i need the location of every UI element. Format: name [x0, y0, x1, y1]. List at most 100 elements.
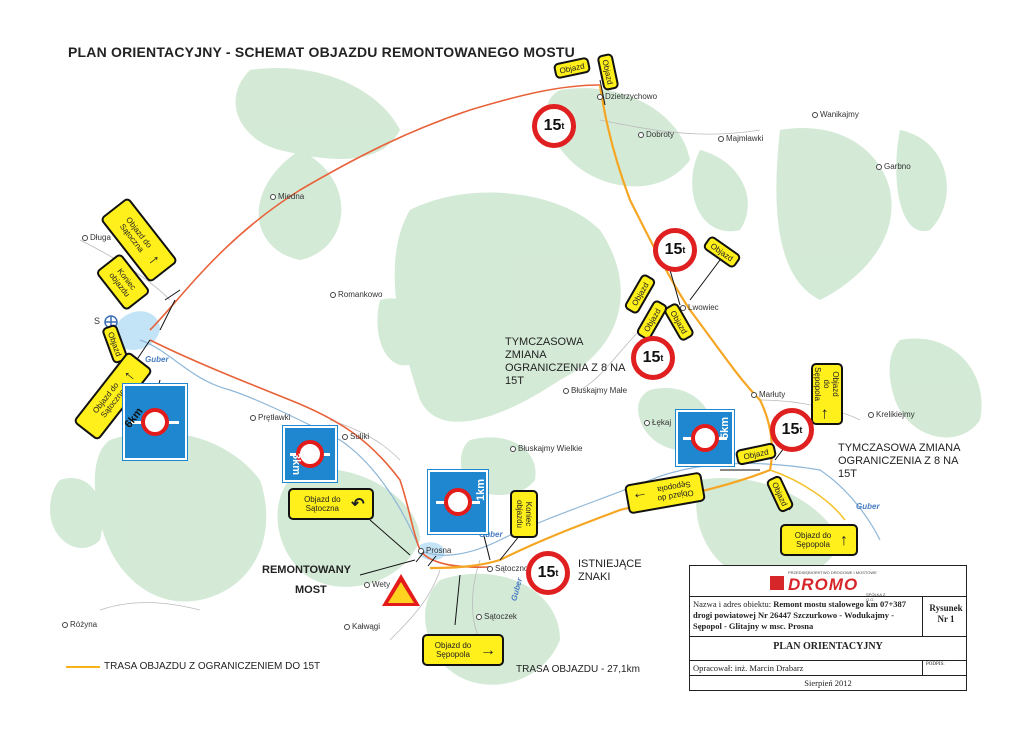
road-closed-distance-sign: 5km	[675, 409, 735, 467]
town-label: Łękaj	[644, 418, 671, 427]
bridge-label: REMONTOWANY	[262, 564, 352, 576]
forest-area	[394, 192, 621, 422]
detour-route-red	[149, 84, 601, 568]
town-label: Prętławki	[250, 413, 290, 422]
limit-unit: t	[799, 425, 803, 435]
sign-label: Objazd	[558, 60, 586, 76]
object-description: Nazwa i adres obiektu: Remont mostu stal…	[693, 599, 919, 632]
arrow-icon: ↑	[119, 367, 139, 384]
town-label: Wanikajmy	[812, 110, 859, 119]
drawing-label: Rysunek	[929, 603, 963, 613]
author-row: Opracował: inż. Marcin Drabarz PODPIS:	[690, 660, 966, 676]
road-closed-distance-sign: 3km	[282, 425, 338, 483]
arrow-icon: ↑	[145, 251, 164, 269]
sign-label: Objazd do Sępopola	[434, 641, 472, 659]
local-road	[472, 559, 481, 641]
town-label: Lwowiec	[680, 303, 719, 312]
existing-signs-note: ISTNIEJĄCE ZNAKI	[578, 558, 642, 583]
river-label: Guber	[856, 502, 880, 511]
no-entry-icon	[141, 408, 169, 436]
local-road	[389, 569, 441, 641]
limit-value: 15	[537, 564, 556, 581]
town-label: Długa	[82, 233, 111, 242]
town-label: Suliki	[342, 432, 369, 441]
leader-line	[359, 559, 416, 576]
leader-line	[454, 574, 461, 626]
river-label: Guber	[479, 530, 503, 539]
forest-area	[546, 88, 690, 187]
sign-label: Objazd do Sępopola	[813, 367, 841, 401]
leader-line	[669, 269, 681, 306]
local-road	[99, 602, 201, 611]
object-label: Nazwa i adres obiektu:	[693, 599, 772, 609]
legend-swatch	[66, 666, 100, 668]
arrow-icon: →	[480, 641, 496, 659]
logo-wordmark: DROMO	[788, 575, 859, 594]
town-label: Romankowo	[330, 290, 382, 299]
page-title: PLAN ORIENTACYJNY - SCHEMAT OBJAZDU REMO…	[68, 44, 575, 60]
limit-unit: t	[660, 353, 664, 363]
u-turn-icon: ↶	[351, 495, 365, 513]
town-label: S	[94, 316, 101, 326]
forest-area	[50, 478, 103, 549]
town-label: Dzietrzychowo	[597, 92, 657, 101]
drawing-number: Nr 1	[937, 614, 955, 624]
leader-line	[159, 299, 176, 331]
limit-unit: t	[555, 568, 559, 578]
roadworks-warning-icon	[382, 574, 420, 606]
detour-route-segment	[769, 469, 846, 521]
town-label: Krelikiejmy	[868, 410, 915, 419]
legend-label: TRASA OBJAZDU Z OGRANICZENIEM DO 15T	[104, 661, 321, 672]
roadworks-warning-fill	[388, 582, 414, 603]
local-road	[599, 119, 761, 135]
limit-value: 15	[543, 117, 562, 134]
limit-value: 15	[642, 349, 661, 366]
forest-area	[258, 150, 342, 260]
title-block: PRZEDSIĘBIORSTWO DROGOWE I MOSTOWE DROMO…	[689, 565, 967, 691]
town-label: Wety	[364, 580, 390, 589]
town-label: Błuskajmy Małe	[563, 386, 627, 395]
arrow-icon: ←	[818, 406, 836, 422]
bridge-label: MOST	[295, 584, 327, 596]
town-label: Błuskajmy Wielkie	[510, 444, 582, 453]
sign-label: Objazd	[600, 58, 616, 86]
town-label: Sątoczno	[487, 564, 528, 573]
limit-change-note: TYMCZASOWA ZMIANA OGRANICZENIA Z 8 NA 15…	[838, 442, 960, 480]
forest-area	[896, 130, 947, 232]
town-label: Miedna	[270, 192, 304, 201]
sign-label: Objazd do Sątoczna	[304, 495, 341, 513]
town-label: Garbno	[876, 162, 911, 171]
detour-length-label: TRASA OBJAZDU - 27,1km	[516, 664, 640, 675]
leader-line	[164, 289, 181, 301]
arrow-icon: →	[631, 487, 650, 508]
object-row: Nazwa i adres obiektu: Remont mostu stal…	[690, 596, 966, 637]
leader-line	[499, 534, 521, 561]
detour-sign-sepopola: Objazd do Sępopola ←	[811, 363, 843, 425]
plan-title: PLAN ORIENTACYJNY	[773, 641, 883, 652]
forest-area	[776, 128, 892, 300]
town-label: Prosna	[418, 546, 451, 555]
logo-subline: SPÓŁKA Z O.O.	[866, 592, 886, 602]
town-label: Majmławki	[718, 134, 763, 143]
date-row: Sierpień 2012	[690, 675, 966, 692]
town-label: Sątoczek	[476, 612, 517, 621]
limit-value: 15	[664, 241, 683, 258]
date: Sierpień 2012	[804, 678, 852, 688]
forest-area	[235, 68, 400, 159]
limit-value: 15	[781, 421, 800, 438]
town-label: Marłuty	[751, 390, 785, 399]
detour-sign-sepopola: Objazd do Sępopola →	[422, 634, 504, 666]
object-value: Remont mostu stalowego km 07+387 drogi p…	[693, 599, 907, 631]
distance-label: 5km	[719, 416, 732, 440]
drawing-number-cell: Rysunek Nr 1	[922, 597, 969, 637]
no-entry-icon	[296, 440, 324, 468]
sign-label: Objazd	[742, 446, 770, 462]
limit-change-note: TYMCZASOWA ZMIANA OGRANICZENIA Z 8 NA 15…	[505, 336, 625, 387]
detour-sign-satoczna-return: Objazd do Sątoczna ↶	[288, 488, 374, 520]
forest-area	[94, 432, 267, 602]
company-logo: PRZEDSIĘBIORSTWO DROGOWE I MOSTOWE DROMO…	[770, 570, 888, 602]
author: Opracował: inż. Marcin Drabarz	[693, 663, 804, 673]
